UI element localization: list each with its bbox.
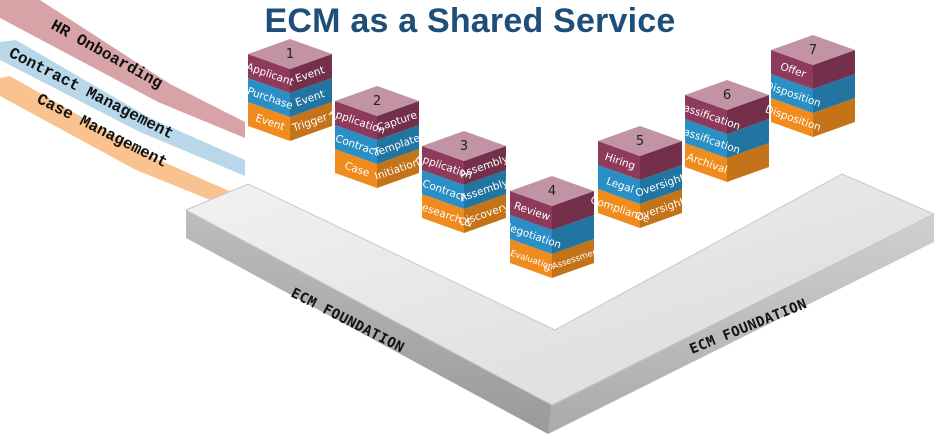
stack-5-bot-left-face (598, 189, 640, 228)
stack-6-top-right-face (727, 95, 769, 134)
stack-2-top-left-face (335, 101, 377, 140)
stack-6-bot-right-face (727, 143, 769, 182)
stack-3-number: 3 (460, 139, 468, 154)
case-management-ribbon (0, 76, 245, 214)
stack-5-top-face (598, 126, 682, 156)
stack-2-top-face (335, 86, 419, 116)
stack-1-top-left-face (248, 54, 290, 93)
foundation-right-side (548, 214, 934, 434)
stack-4-bot-right-face (552, 239, 594, 278)
stack-6-top-left-face (685, 95, 727, 134)
stack-7-bot-left-face (771, 98, 813, 137)
stack-5-mid-left-face (598, 165, 640, 204)
foundation-left-side (186, 210, 552, 434)
stack-4-mid-left-face (510, 215, 552, 254)
stack-1-top-face (248, 39, 332, 69)
stack-2-bot-right-face (377, 149, 419, 188)
stack-7-number: 7 (809, 43, 817, 58)
stack-3-top-right-face (464, 146, 506, 185)
stack-1-bot-left-face (248, 102, 290, 141)
hr-onboarding-ribbon (0, 0, 245, 138)
stack-7-bot-right-face (813, 98, 855, 137)
ecm-foundation-platform: ECM FOUNDATION ECM FOUNDATION (184, 173, 936, 434)
stack-4-top-right-face (552, 191, 594, 230)
stack-2-mid-left-face (335, 125, 377, 164)
stack-1-mid-right-face (290, 78, 332, 117)
stack-6-mid-right-face (727, 119, 769, 158)
stack-2-number: 2 (373, 94, 381, 109)
stack-4-number: 4 (548, 184, 556, 199)
stack-4-bot-left-face (510, 239, 552, 278)
stack-5-number: 5 (636, 134, 644, 149)
stack-1-number: 1 (286, 47, 294, 62)
stack-3-bot-right-face (464, 194, 506, 233)
stack-7-top-right-face (813, 50, 855, 89)
process-ribbons: HR Onboarding Contract Management Case M… (0, 0, 245, 214)
stack-3-top-left-face (422, 146, 464, 185)
foundation-top (184, 173, 936, 406)
stack-3: Research &DiscoveryContractAssemblyAppli… (414, 131, 511, 233)
stack-5-bot-right-face (640, 189, 682, 228)
stack-7-top-left-face (771, 50, 813, 89)
stack-2-bot-left-face (335, 149, 377, 188)
stack-6-number: 6 (723, 88, 731, 103)
stack-2-mid-right-face (377, 125, 419, 164)
stack-4-top-face (510, 176, 594, 206)
stack-3-top-face (422, 131, 506, 161)
stack-4-mid-right-face (552, 215, 594, 254)
stack-3-bot-left-face (422, 194, 464, 233)
stack-5-top-right-face (640, 141, 682, 180)
stack-7-top-face (771, 35, 855, 65)
contract-management-ribbon (0, 40, 245, 176)
stack-7-mid-left-face (771, 74, 813, 113)
stack-1-top-right-face (290, 54, 332, 93)
page-title: ECM as a Shared Service (264, 2, 676, 40)
stack-1-mid-left-face (248, 78, 290, 117)
stack-5-top-left-face (598, 141, 640, 180)
stack-7-mid-right-face (813, 74, 855, 113)
stack-6-bot-left-face (685, 143, 727, 182)
stack-5-mid-right-face (640, 165, 682, 204)
stack-2-top-right-face (377, 101, 419, 140)
stack-1-bot-right-face (290, 102, 332, 141)
stack-6-top-face (685, 80, 769, 110)
stack-6-mid-left-face (685, 119, 727, 158)
stack-4-top-left-face (510, 191, 552, 230)
stack-3-mid-right-face (464, 170, 506, 209)
stack-3-mid-left-face (422, 170, 464, 209)
